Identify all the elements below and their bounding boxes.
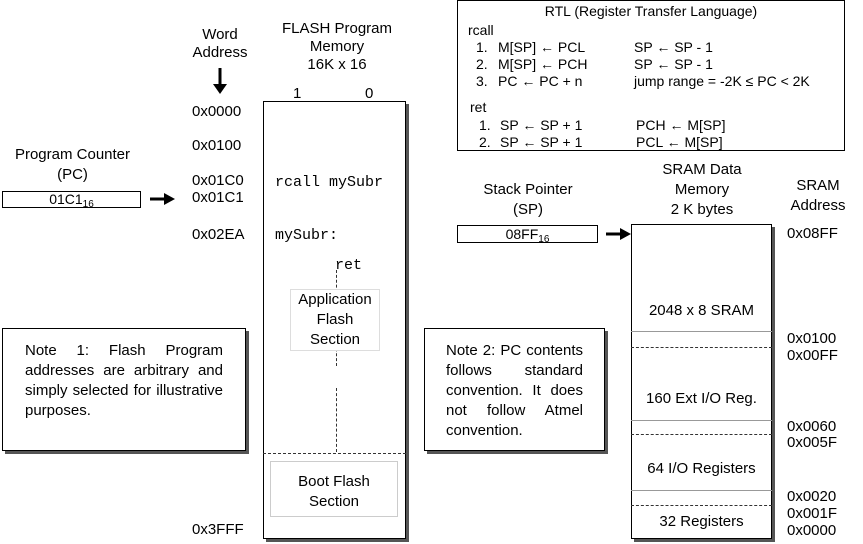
pc-title: Program Counter (PC) <box>14 146 131 183</box>
word-address-arrowhead <box>213 84 227 94</box>
sram-section-label: 2048 x 8 SRAM <box>648 302 755 319</box>
sram-boundary <box>631 331 772 332</box>
sram-address: 0x001F <box>787 505 838 522</box>
code-ret: ret <box>335 257 363 274</box>
sram-address: 0x0020 <box>787 488 837 505</box>
rtl-step-op: M[SP] ← PCL <box>498 39 586 55</box>
sram-boundary <box>631 490 772 491</box>
pc-value: 01C1 <box>49 191 83 207</box>
note-2-text: Note 2: PC contents follows standard con… <box>446 342 583 439</box>
rtl-step-op: SP ← SP + 1 <box>500 117 583 133</box>
sp-title: Stack Pointer (SP) <box>483 181 573 218</box>
sram-memory-box <box>631 224 772 539</box>
flash-bit-right: 0 <box>365 85 374 102</box>
flash-address: 0x01C0 <box>192 172 244 189</box>
rtl-step-op: PC ← PC + n <box>498 73 583 89</box>
pc-register: 01C116 <box>2 191 141 210</box>
boot-boundary <box>263 453 406 454</box>
sp-value: 08FF <box>505 226 539 242</box>
sram-address: 0x08FF <box>787 225 838 242</box>
sram-address: 0x0100 <box>787 330 837 347</box>
note-1-text: Note 1: Flash Program addresses are arbi… <box>25 342 223 419</box>
sram-boundary <box>631 505 772 506</box>
flash-address: 0x0000 <box>192 103 242 120</box>
rtl-step-right: PCL ← M[SP] <box>636 134 723 150</box>
boot-flash-section: Boot Flash Section <box>270 461 398 517</box>
sram-section-label: 160 Ext I/O Reg. <box>646 390 757 407</box>
rtl-step-num: 1. <box>476 39 488 55</box>
rtl-step-right: PCH ← M[SP] <box>636 117 726 133</box>
flash-bit-left: 1 <box>293 85 302 102</box>
pc-arrowhead <box>164 193 175 205</box>
sram-address: 0x005F <box>787 434 838 451</box>
rtl-title: RTL (Register Transfer Language) <box>544 3 758 19</box>
rtl-step-num: 2. <box>479 134 491 150</box>
rtl-box: RTL (Register Transfer Language) rcall 1… <box>457 0 845 151</box>
rtl-step-right: SP ← SP - 1 <box>634 56 713 72</box>
rtl-step-op: M[SP] ← PCH <box>498 56 588 72</box>
sram-address-title: SRAM Address <box>790 177 846 214</box>
word-address-title: Word Address <box>192 26 248 61</box>
flash-address: 0x02EA <box>192 226 245 243</box>
sp-arrowhead <box>620 228 631 240</box>
flash-memory-title: FLASH Program Memory 16K x 16 <box>281 20 393 73</box>
sram-boundary <box>631 420 772 421</box>
rtl-step-num: 1. <box>479 117 491 133</box>
flash-address: 0x3FFF <box>192 521 244 538</box>
rtl-step-op: SP ← SP + 1 <box>500 134 583 150</box>
sram-section-label: 32 Registers <box>659 513 744 530</box>
rtl-step-num: 3. <box>476 73 488 89</box>
rtl-step-right: jump range = -2K ≤ PC < 2K <box>634 73 810 89</box>
sram-address: 0x00FF <box>787 347 838 364</box>
app-flash-section: Application Flash Section <box>290 289 380 351</box>
sp-register: 08FF16 <box>457 225 598 245</box>
rtl-ret-heading: ret <box>470 99 487 115</box>
sram-boundary <box>631 434 772 435</box>
flash-address: 0x0100 <box>192 137 242 154</box>
rtl-step-num: 2. <box>476 56 488 72</box>
sram-section-label: 64 I/O Registers <box>647 460 756 477</box>
rtl-step-right: SP ← SP - 1 <box>634 39 713 55</box>
note-1-box: Note 1: Flash Program addresses are arbi… <box>2 328 246 451</box>
code-rcall: rcall mySubr <box>275 174 384 191</box>
flash-address: 0x01C1 <box>192 189 244 206</box>
code-subr-label: mySubr: <box>275 227 339 244</box>
sram-boundary <box>631 347 772 348</box>
rtl-rcall-heading: rcall <box>468 22 494 38</box>
note-2-box: Note 2: PC contents follows standard con… <box>424 328 605 451</box>
sram-address: 0x0000 <box>787 522 837 539</box>
sp-value-base: 16 <box>538 234 550 245</box>
sram-title: SRAM Data Memory 2 K bytes <box>662 161 742 218</box>
sram-address: 0x0060 <box>787 418 837 435</box>
flash-divider <box>336 388 337 452</box>
pc-value-base: 16 <box>82 199 94 210</box>
